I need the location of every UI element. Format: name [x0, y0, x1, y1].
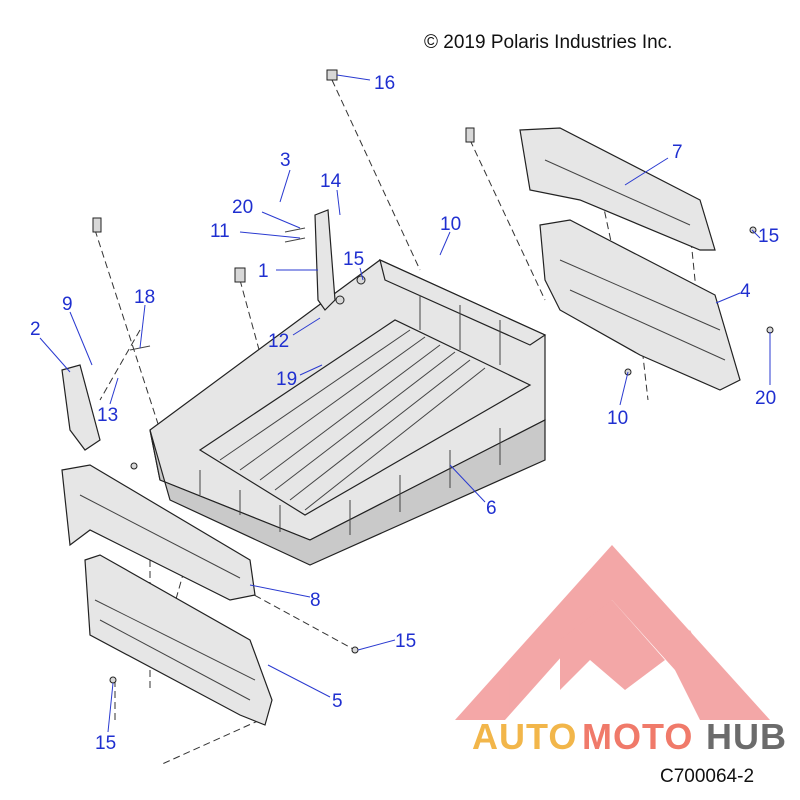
- bracket-2: [61, 364, 101, 451]
- rear-upper-cover: [519, 127, 716, 251]
- callout-18[interactable]: 16: [374, 73, 395, 94]
- watermark-logo: [455, 545, 770, 720]
- callout-20-upper[interactable]: 20: [232, 197, 253, 218]
- callout-16[interactable]: 15: [343, 249, 364, 270]
- front-upper-panel: [61, 464, 256, 601]
- callout-9[interactable]: 9: [62, 294, 73, 315]
- callout-17[interactable]: 18: [134, 287, 155, 308]
- watermark-moto: MOTO: [582, 716, 693, 757]
- figure-id: C700064-2: [660, 766, 755, 787]
- callout-7[interactable]: 7: [672, 142, 683, 163]
- callout-10-lower[interactable]: 10: [607, 408, 628, 429]
- copyright-text: © 2019 Polaris Industries Inc.: [424, 32, 673, 53]
- callout-10-upper[interactable]: 10: [440, 214, 461, 235]
- watermark-hub: HUB: [706, 716, 787, 757]
- hardware: [92, 69, 774, 684]
- callout-20-right[interactable]: 20: [755, 388, 776, 409]
- bracket-1: [314, 209, 336, 311]
- rear-panel: [539, 219, 741, 391]
- callout-14[interactable]: 14: [320, 171, 342, 192]
- front-lower-panel: [84, 554, 273, 726]
- callout-8[interactable]: 8: [310, 590, 321, 611]
- callout-6[interactable]: 6: [486, 498, 497, 519]
- callout-11[interactable]: 11: [210, 221, 230, 242]
- callout-13[interactable]: 13: [97, 405, 118, 426]
- callout-12[interactable]: 12: [268, 331, 289, 352]
- callout-1[interactable]: 1: [258, 261, 269, 282]
- callout-leaders: [39, 74, 771, 733]
- callout-4[interactable]: 4: [740, 281, 751, 302]
- callout-15-right[interactable]: 15: [758, 226, 779, 247]
- cargo-box: [149, 258, 547, 566]
- callout-19[interactable]: 19: [276, 369, 297, 390]
- callout-3[interactable]: 3: [280, 150, 291, 171]
- callout-15-center[interactable]: 15: [395, 631, 416, 652]
- callout-5[interactable]: 5: [332, 691, 343, 712]
- callout-15-left[interactable]: 15: [95, 733, 116, 754]
- watermark-auto: AUTO: [472, 716, 577, 757]
- callout-2[interactable]: 2: [30, 319, 41, 340]
